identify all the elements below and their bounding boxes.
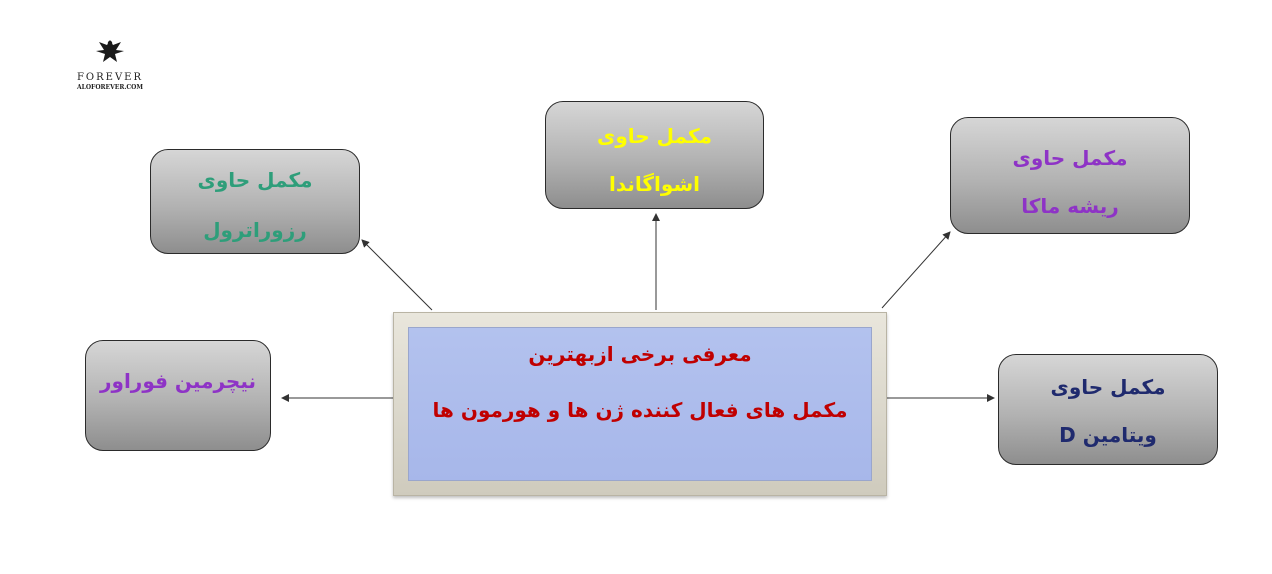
vitamin-d-line2: ویتامین D	[1059, 423, 1157, 447]
center-panel: معرفی برخی ازبهترین مکمل های فعال کننده …	[408, 327, 872, 481]
resveratrol-line1: مکمل حاوی	[197, 168, 313, 192]
resveratrol-line2: رزوراترول	[203, 218, 307, 242]
ashwagandha-box: مکمل حاوی اشواگاندا	[545, 101, 764, 209]
logo-brand: FOREVER	[76, 72, 144, 83]
nature-min-box: نیچرمین فوراور	[85, 340, 271, 451]
maca-line1: مکمل حاوی	[1012, 146, 1128, 170]
center-subtitle: مکمل های فعال کننده ژن ها و هورمون ها	[432, 398, 848, 422]
maca-line2: ریشه ماکا	[1021, 194, 1119, 218]
ashwagandha-line2: اشواگاندا	[609, 172, 700, 196]
center-title: معرفی برخی ازبهترین	[528, 342, 752, 366]
resveratrol-box: مکمل حاوی رزوراترول	[150, 149, 360, 254]
eagle-icon	[96, 40, 124, 62]
center-frame: معرفی برخی ازبهترین مکمل های فعال کننده …	[393, 312, 887, 496]
logo-site: ALOFOREVER.COM	[76, 84, 144, 91]
maca-box: مکمل حاوی ریشه ماکا	[950, 117, 1190, 234]
arrow-to-resveratrol	[361, 239, 433, 311]
ashwagandha-line1: مکمل حاوی	[597, 124, 712, 148]
arrow-to-maca	[881, 231, 951, 309]
nature-min-line1: نیچرمین فوراور	[100, 369, 256, 393]
forever-logo: FOREVER ALOFOREVER.COM	[72, 36, 148, 91]
vitamin-d-line1: مکمل حاوی	[1050, 375, 1166, 399]
vitamin-d-box: مکمل حاوی ویتامین D	[998, 354, 1218, 465]
